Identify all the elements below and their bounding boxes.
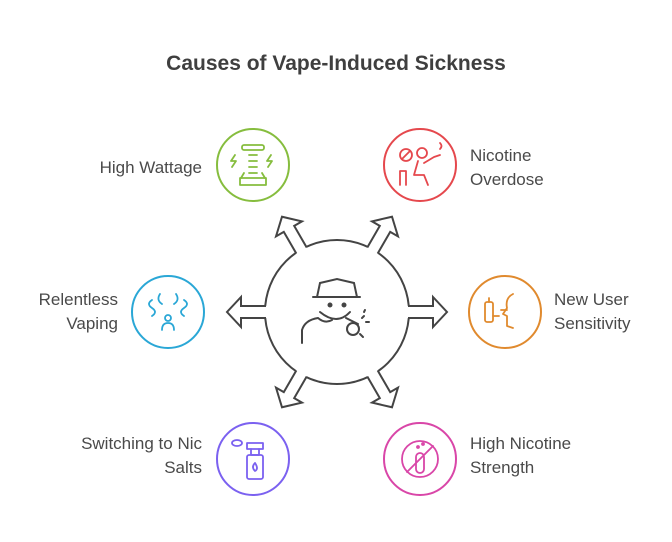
arrow xyxy=(274,367,309,409)
no-test-tube-icon xyxy=(383,422,457,496)
cause-label-high-wattage: High Wattage xyxy=(99,158,202,177)
inhaler-face-icon xyxy=(468,275,542,349)
spray-bottle-icon xyxy=(216,422,290,496)
arrow xyxy=(274,215,309,257)
arrow xyxy=(225,294,269,330)
arrow xyxy=(365,367,400,409)
arrow xyxy=(365,215,400,257)
diagram-title: Causes of Vape-Induced Sickness xyxy=(166,52,506,75)
person-smoking-icon xyxy=(383,128,457,202)
arrow xyxy=(405,294,449,330)
vapor-person-icon xyxy=(131,275,205,349)
vaping-person-icon xyxy=(301,277,370,344)
center-hub xyxy=(225,215,449,409)
battery-lightning-icon xyxy=(216,128,290,202)
